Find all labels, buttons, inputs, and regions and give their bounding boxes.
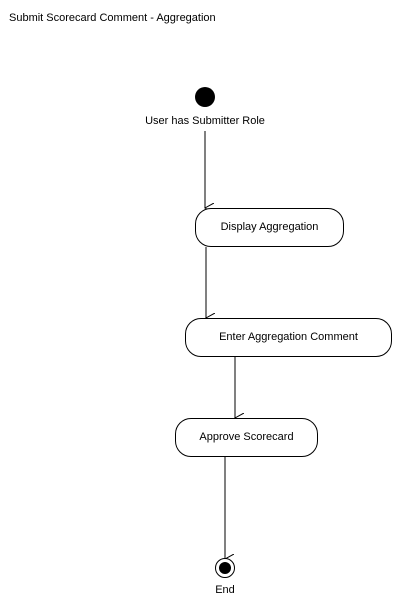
diagram-title: Submit Scorecard Comment - Aggregation [9, 12, 216, 24]
activity-approve-scorecard: Approve Scorecard [175, 418, 318, 457]
final-node-inner [219, 562, 231, 574]
initial-node-label: User has Submitter Role [145, 115, 265, 127]
activity-enter-aggregation-comment: Enter Aggregation Comment [185, 318, 392, 357]
activity-display-aggregation: Display Aggregation [195, 208, 344, 247]
initial-node [195, 87, 215, 107]
final-node-label: End [215, 584, 235, 596]
